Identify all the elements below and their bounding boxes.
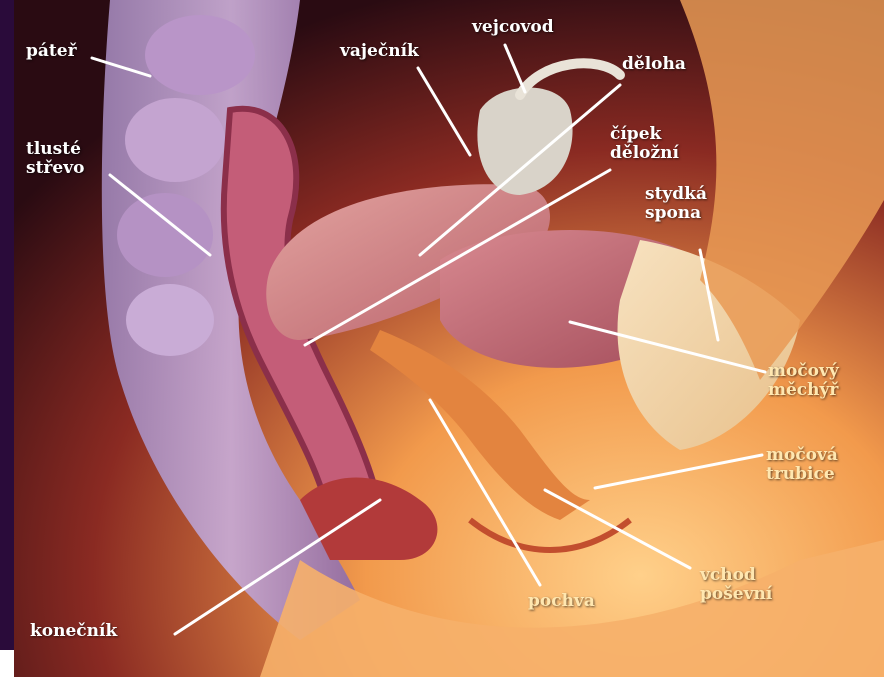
- label-vejcovod: vejcovod: [472, 18, 554, 37]
- label-vajecnik: vaječník: [340, 42, 419, 61]
- label-deloha: děloha: [622, 55, 686, 74]
- label-pater: páteř: [26, 42, 77, 61]
- label-pochva: pochva: [528, 592, 595, 611]
- label-konecnik: konečník: [30, 622, 117, 641]
